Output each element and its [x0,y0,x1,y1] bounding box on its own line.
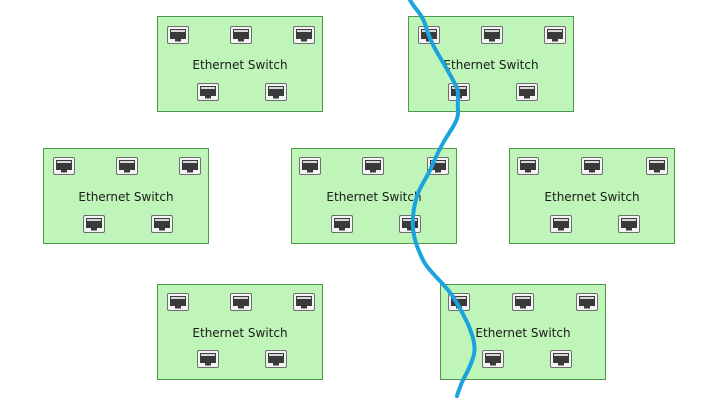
ethernet-port-icon [512,293,534,311]
ethernet-switch: Ethernet Switch [43,148,209,244]
ethernet-port-icon [299,157,321,175]
ethernet-port-icon [646,157,668,175]
ethernet-port-icon [576,293,598,311]
ethernet-port-icon [83,215,105,233]
ethernet-port-icon [516,83,538,101]
ethernet-port-icon [517,157,539,175]
ethernet-switch: Ethernet Switch [509,148,675,244]
ethernet-port-icon [293,293,315,311]
switch-label: Ethernet Switch [475,326,571,340]
ethernet-switch: Ethernet Switch [440,284,606,380]
ethernet-port-icon [618,215,640,233]
ethernet-port-icon [179,157,201,175]
ethernet-switch: Ethernet Switch [291,148,457,244]
ethernet-port-icon [265,350,287,368]
ethernet-port-icon [544,26,566,44]
ethernet-port-icon [265,83,287,101]
switch-label: Ethernet Switch [192,326,288,340]
switch-label: Ethernet Switch [78,190,174,204]
ethernet-port-icon [427,157,449,175]
ethernet-port-icon [331,215,353,233]
ethernet-port-icon [230,293,252,311]
ethernet-port-icon [482,350,504,368]
switch-label: Ethernet Switch [544,190,640,204]
ethernet-switch: Ethernet Switch [157,16,323,112]
ethernet-port-icon [53,157,75,175]
ethernet-port-icon [399,215,421,233]
ethernet-port-icon [448,83,470,101]
ethernet-port-icon [581,157,603,175]
ethernet-port-icon [418,26,440,44]
ethernet-port-icon [362,157,384,175]
ethernet-port-icon [197,350,219,368]
switch-label: Ethernet Switch [326,190,422,204]
ethernet-port-icon [116,157,138,175]
ethernet-port-icon [167,293,189,311]
ethernet-port-icon [167,26,189,44]
switch-label: Ethernet Switch [192,58,288,72]
ethernet-port-icon [230,26,252,44]
ethernet-port-icon [550,350,572,368]
ethernet-port-icon [293,26,315,44]
ethernet-port-icon [550,215,572,233]
ethernet-port-icon [481,26,503,44]
ethernet-switch: Ethernet Switch [157,284,323,380]
ethernet-switch: Ethernet Switch [408,16,574,112]
ethernet-port-icon [197,83,219,101]
ethernet-port-icon [448,293,470,311]
ethernet-port-icon [151,215,173,233]
switch-label: Ethernet Switch [443,58,539,72]
